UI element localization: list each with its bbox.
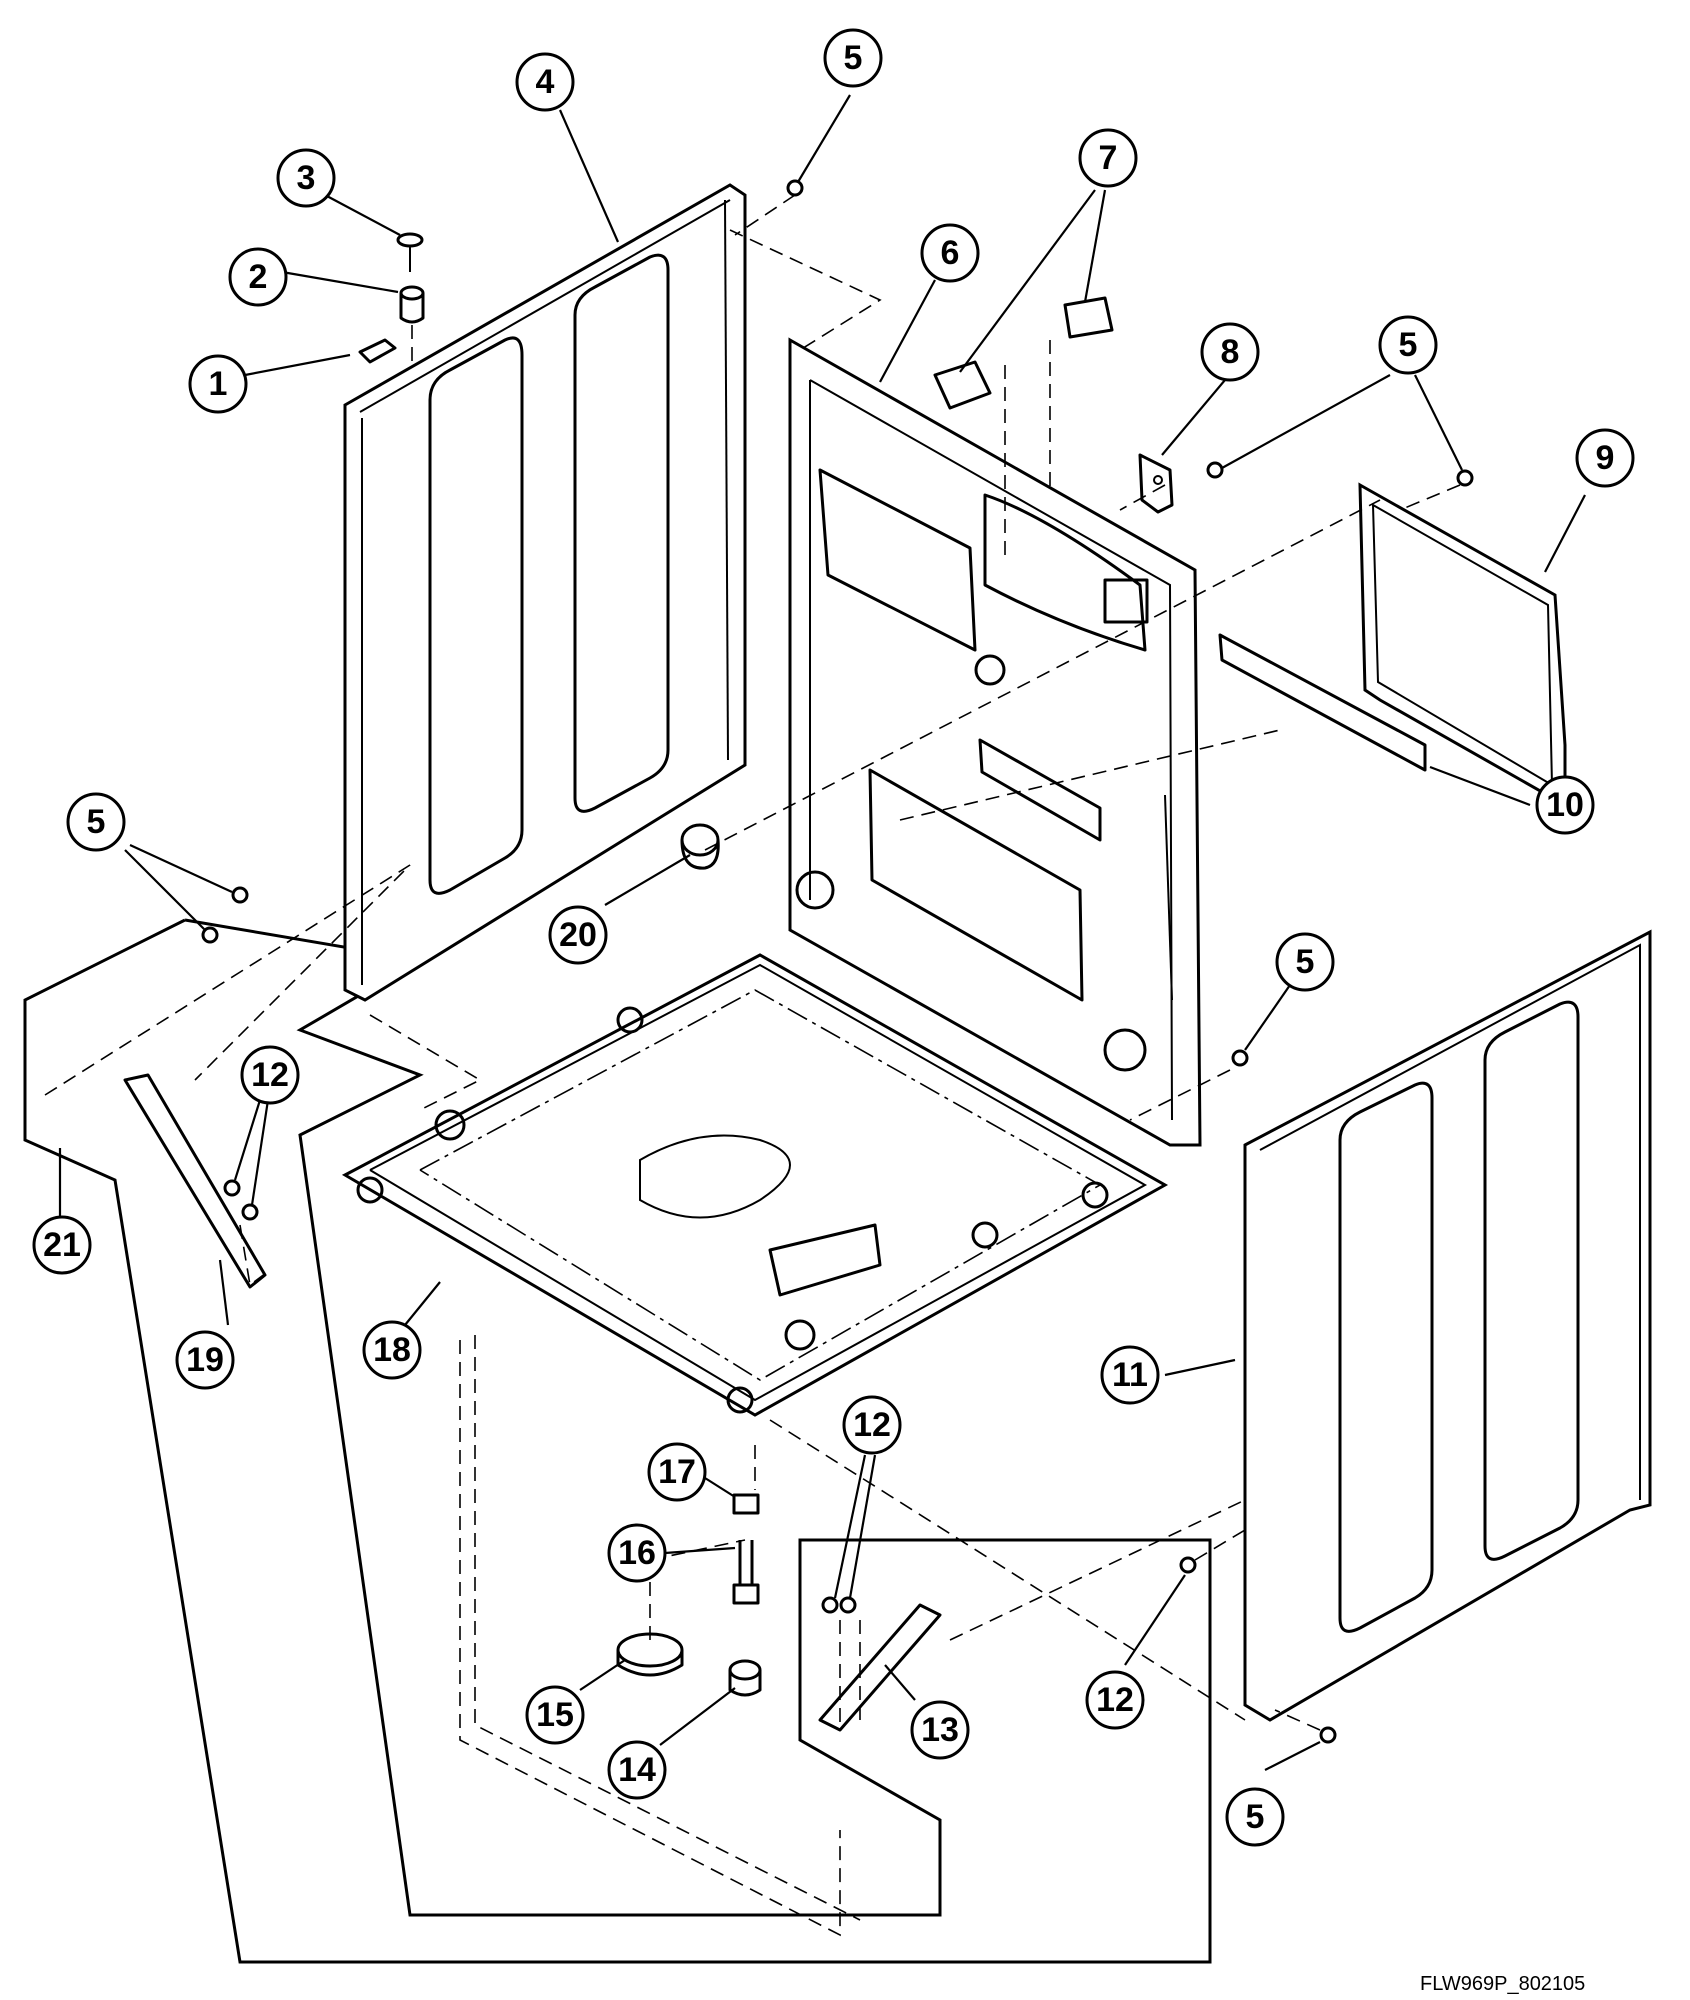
callout-18: 18 [362,1320,422,1380]
svg-text:11: 11 [1112,1356,1148,1394]
callout-21: 21 [32,1215,92,1275]
svg-text:1: 1 [209,365,228,403]
callout-2: 2 [228,247,288,307]
callout-5-bottom-right: 5 [1225,1787,1285,1847]
callout-11: 11 [1100,1345,1160,1405]
svg-text:12: 12 [853,1406,891,1444]
svg-text:8: 8 [1221,333,1240,371]
callout-1: 1 [188,354,248,414]
svg-text:14: 14 [618,1751,656,1789]
callout-6: 6 [920,223,980,283]
svg-text:17: 17 [658,1453,696,1491]
svg-text:5: 5 [1246,1798,1265,1836]
hardware-1-2-3 [358,232,425,368]
callout-12-left: 12 [240,1045,300,1105]
svg-text:18: 18 [373,1331,411,1369]
callout-4: 4 [515,52,575,112]
svg-text:5: 5 [87,803,106,841]
svg-text:6: 6 [941,234,960,272]
svg-text:5: 5 [1399,326,1418,364]
callout-13: 13 [910,1700,970,1760]
brace-19 [123,1073,267,1289]
svg-text:15: 15 [536,1696,574,1734]
labels-7 [933,296,1114,560]
svg-text:5: 5 [1296,943,1315,981]
leader-lines [58,94,1586,1771]
base-18 [341,953,1169,1417]
callout-5-cover: 5 [1378,315,1438,375]
rear-panel [788,337,1202,1147]
brace-13 [818,1603,942,1732]
outline-21 [23,918,1212,1964]
svg-text:9: 9 [1596,439,1615,477]
strip-10 [1218,633,1427,772]
callout-19: 19 [175,1330,235,1390]
svg-text:12: 12 [1096,1681,1134,1719]
callout-7: 7 [1078,128,1138,188]
svg-text:21: 21 [43,1226,81,1264]
access-cover-9 [1358,482,1567,808]
callout-12-right: 12 [1085,1670,1145,1730]
right-side-panel [1243,929,1652,1722]
callout-15: 15 [525,1685,585,1745]
svg-text:10: 10 [1546,786,1584,824]
callout-20: 20 [548,905,608,965]
callout-8: 8 [1200,322,1260,382]
svg-text:4: 4 [536,63,555,101]
svg-text:12: 12 [251,1056,289,1094]
figure-id: FLW969P_802105 [1420,1973,1585,1995]
svg-text:20: 20 [559,916,597,954]
svg-text:13: 13 [921,1711,959,1749]
svg-text:19: 19 [186,1341,224,1379]
callout-16: 16 [607,1523,667,1583]
plug-20 [680,823,720,870]
callout-9: 9 [1575,428,1635,488]
svg-text:2: 2 [249,258,268,296]
callout-14: 14 [607,1740,667,1800]
callout-5-top: 5 [823,28,883,88]
bracket-8 [1138,453,1174,514]
screws [201,179,1474,1744]
svg-text:5: 5 [844,39,863,77]
left-side-panel [343,183,747,1002]
callout-12-middle: 12 [842,1395,902,1455]
svg-text:7: 7 [1099,139,1118,177]
callout-17: 17 [647,1442,707,1502]
callout-5-right-mid: 5 [1275,932,1335,992]
callout-3: 3 [276,148,336,208]
svg-text:3: 3 [297,159,316,197]
callout-5-left: 5 [66,792,126,852]
callout-10: 10 [1535,775,1595,835]
svg-text:16: 16 [618,1534,656,1572]
